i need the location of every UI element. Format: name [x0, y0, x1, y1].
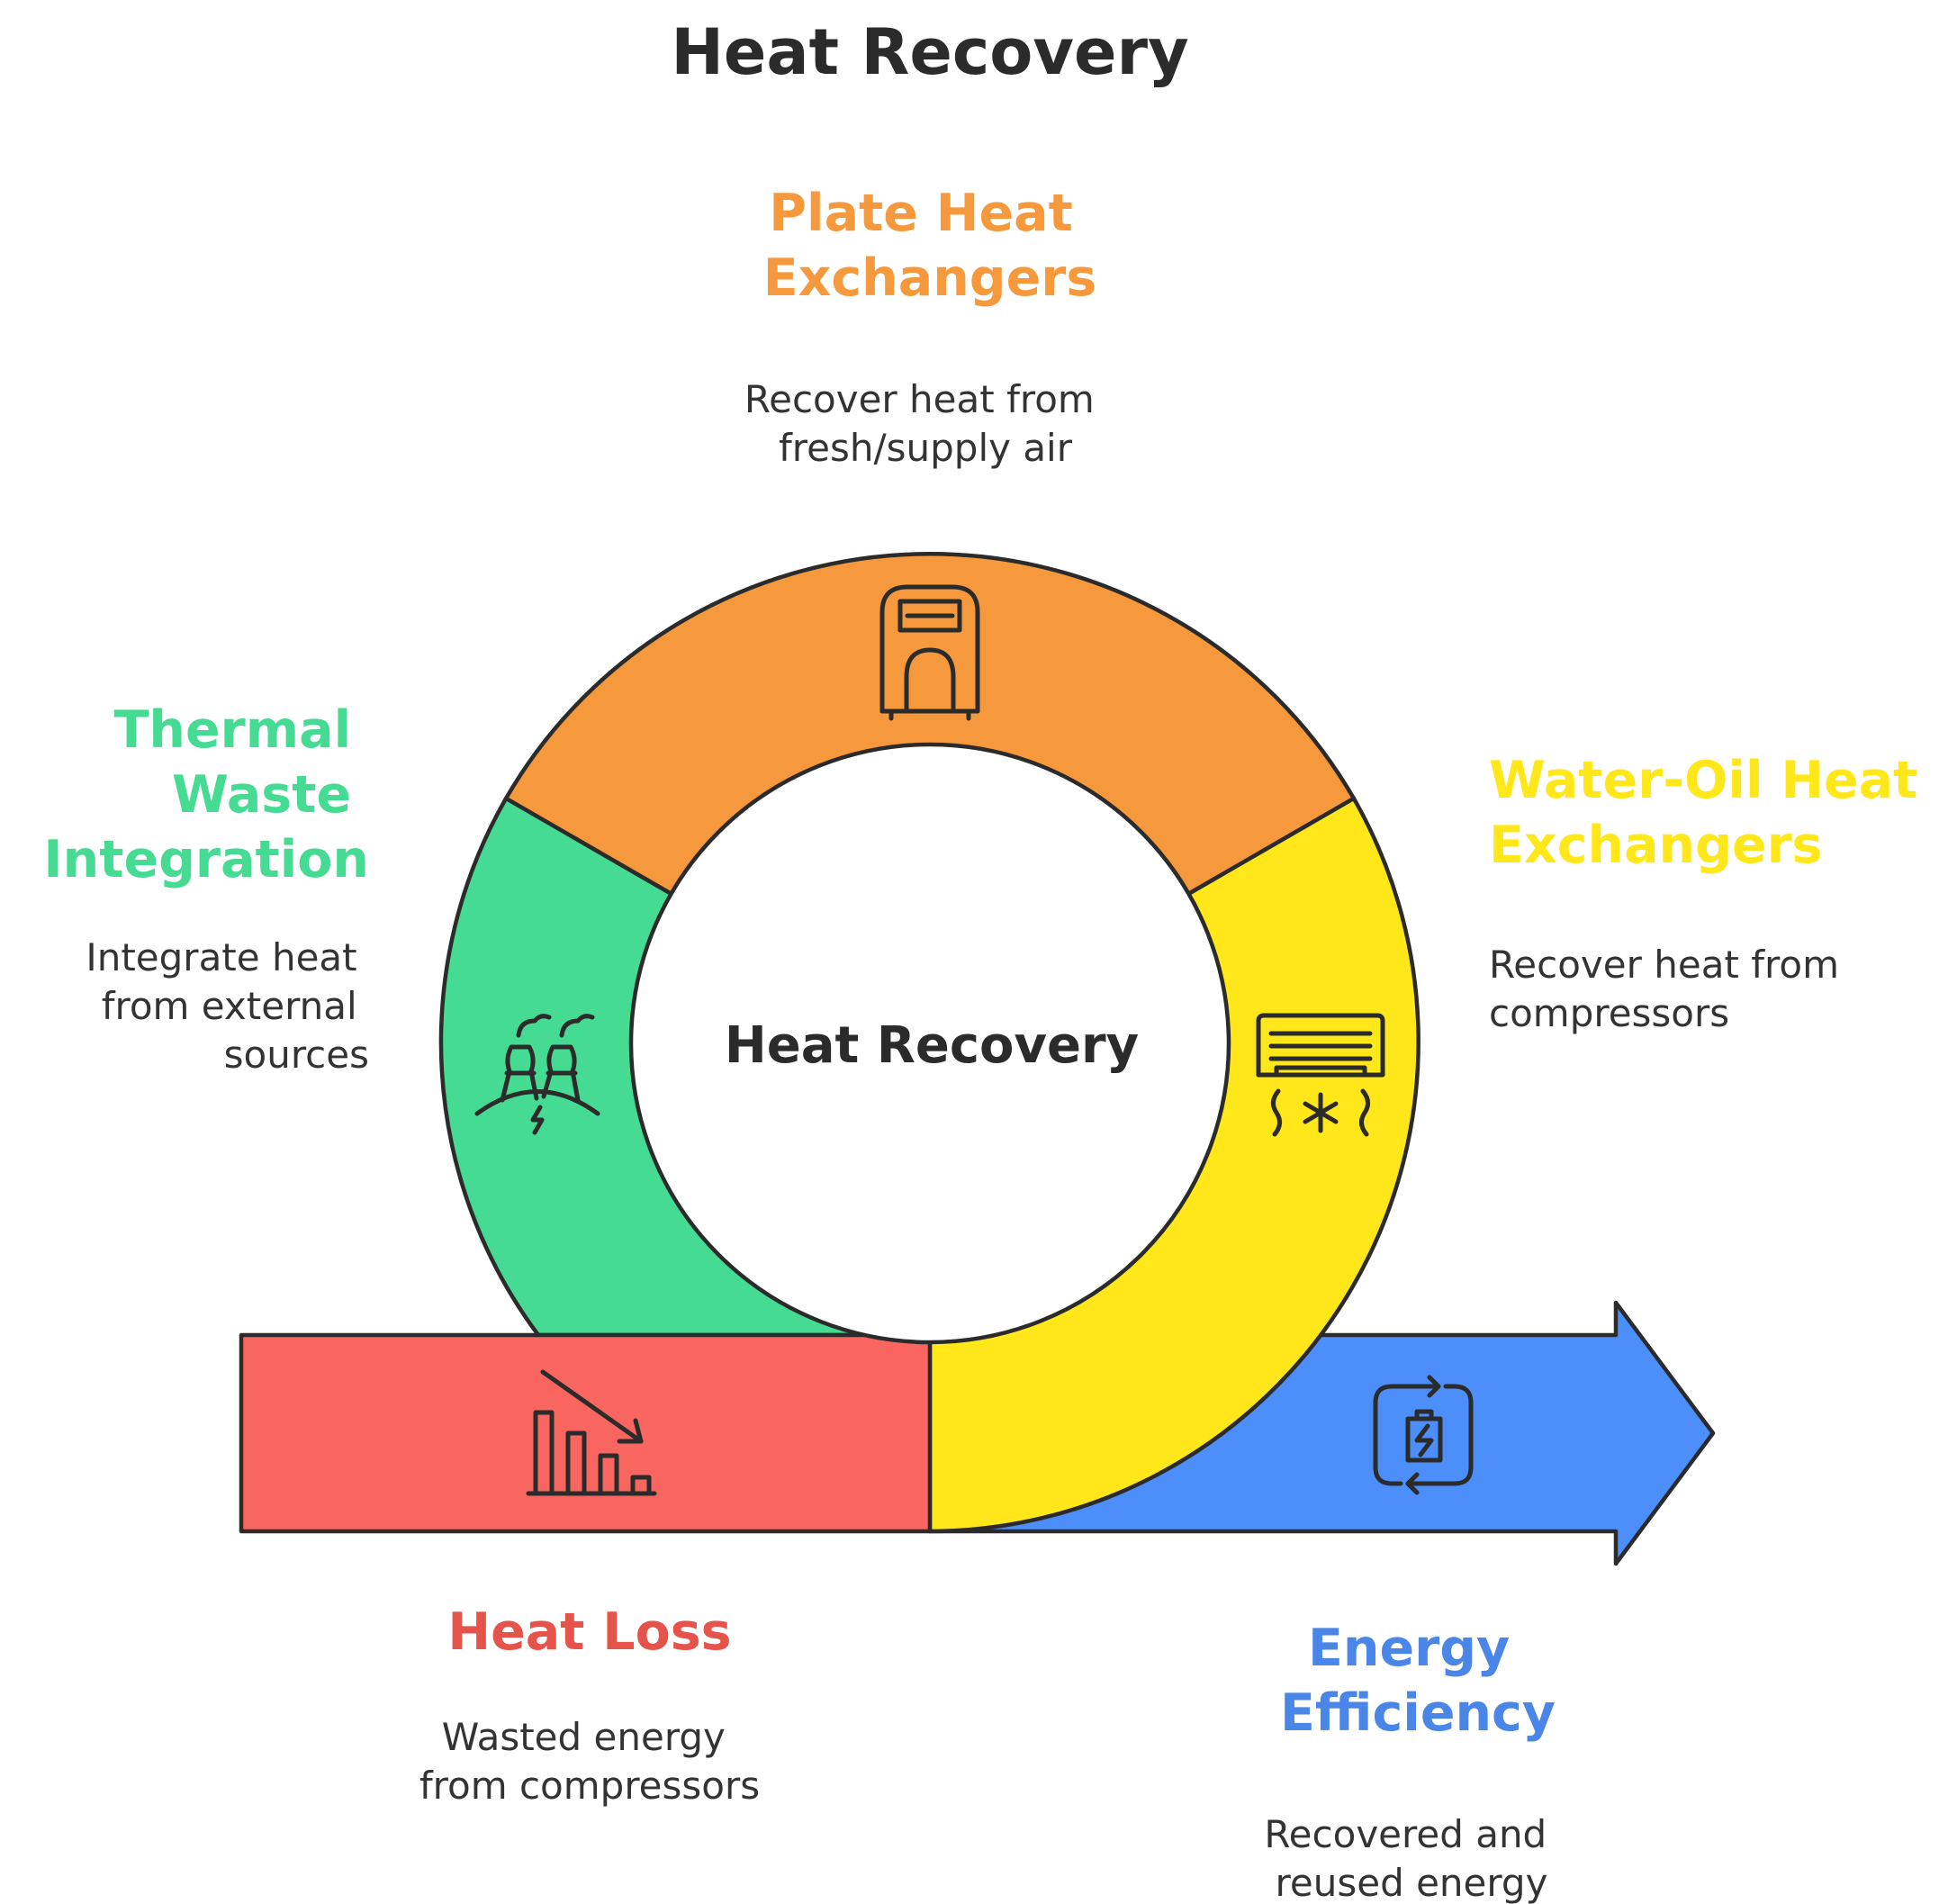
- plate-description: Recover heat from fresh/supply air: [744, 377, 1106, 470]
- plate-heading: Plate Heat Exchangers: [763, 184, 1097, 308]
- diagram-title: Heat Recovery: [671, 15, 1188, 89]
- power-plant-icon: [474, 1014, 600, 1135]
- declining-bar-chart-icon: [526, 1369, 657, 1496]
- thermal-heading: Thermal Waste Integration: [43, 700, 369, 889]
- air-conditioner-icon: [1256, 1013, 1385, 1137]
- ring-center: [628, 742, 1231, 1345]
- water-oil-description: Recover heat from compressors: [1489, 943, 1851, 1035]
- center-label: Heat Recovery: [725, 1016, 1139, 1075]
- water-oil-heading: Water-Oil Heat Exchangers: [1489, 751, 1935, 875]
- battery-recycle-icon: [1373, 1375, 1474, 1495]
- thermal-description: Integrate heat from external sources: [86, 935, 369, 1077]
- energy-description: Recovered and reused energy: [1264, 1812, 1558, 1904]
- heat-loss-description: Wasted energy from compressors: [419, 1715, 760, 1808]
- air-purifier-icon: [879, 584, 980, 721]
- heat-loss-bar: [239, 1332, 933, 1534]
- energy-heading: Energy Efficiency: [1280, 1619, 1556, 1743]
- heat-loss-heading: Heat Loss: [447, 1602, 731, 1662]
